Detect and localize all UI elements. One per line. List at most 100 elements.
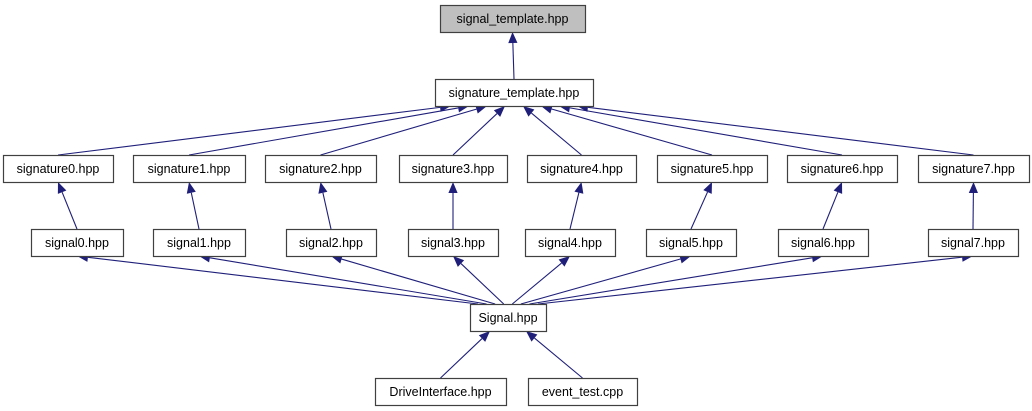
node-box-signature5[interactable] <box>656 154 769 184</box>
edge-signature7-to-signature_template <box>587 106 974 156</box>
node-label-signal2: signal2.hpp <box>299 236 363 250</box>
edge-arrowhead-signal4-to-signature4 <box>574 182 584 194</box>
node-signature0[interactable]: signature0.hpp <box>2 154 115 184</box>
edge-arrowhead-signal0-to-signature0 <box>57 182 67 194</box>
node-box-signature_template[interactable] <box>434 78 595 108</box>
node-box-signal1[interactable] <box>152 228 247 258</box>
edge-arrowhead-signature3-to-signature_template <box>493 106 505 117</box>
node-box-signal3[interactable] <box>407 228 500 258</box>
node-box-signal2[interactable] <box>285 228 378 258</box>
node-signal5[interactable]: signal5.hpp <box>645 228 738 258</box>
node-label-signal0: signal0.hpp <box>45 236 109 250</box>
node-signature2[interactable]: signature2.hpp <box>264 154 378 184</box>
node-label-signal5: signal5.hpp <box>659 236 723 250</box>
node-label-signature4: signature4.hpp <box>540 162 623 176</box>
node-label-Signal: Signal.hpp <box>478 311 537 325</box>
node-signal2[interactable]: signal2.hpp <box>285 228 378 258</box>
node-label-signature0: signature0.hpp <box>17 162 100 176</box>
node-signal4[interactable]: signal4.hpp <box>524 228 617 258</box>
edge-signal4-to-signature4 <box>569 192 580 230</box>
edge-Signal-to-signal5 <box>520 258 681 305</box>
node-signature3[interactable]: signature3.hpp <box>398 154 509 184</box>
node-signature_template[interactable]: signature_template.hpp <box>434 78 595 108</box>
edge-signature_template-to-signal_template <box>512 42 515 80</box>
node-signal6[interactable]: signal6.hpp <box>777 228 870 258</box>
node-signature7[interactable]: signature7.hpp <box>917 154 1031 184</box>
edge-signature6-to-signature_template <box>569 107 843 156</box>
node-signature6[interactable]: signature6.hpp <box>786 154 899 184</box>
node-box-signal6[interactable] <box>777 228 870 258</box>
node-signal1[interactable]: signal1.hpp <box>152 228 247 258</box>
node-label-signature7: signature7.hpp <box>932 162 1015 176</box>
node-box-signature0[interactable] <box>2 154 115 184</box>
node-signature5[interactable]: signature5.hpp <box>656 154 769 184</box>
edge-Signal-to-signal4 <box>511 262 562 305</box>
edge-arrowhead-event_test-to-Signal <box>526 331 538 342</box>
edge-arrowhead-signal5-to-signature5 <box>703 182 712 194</box>
edge-arrowhead-signal1-to-signature1 <box>186 182 196 194</box>
node-box-signature4[interactable] <box>526 154 638 184</box>
node-label-signature1: signature1.hpp <box>148 162 231 176</box>
node-label-signal3: signal3.hpp <box>421 236 485 250</box>
edge-signal2-to-signature2 <box>322 192 332 230</box>
node-label-signal7: signal7.hpp <box>941 236 1005 250</box>
node-label-signal_template: signal_template.hpp <box>457 12 569 26</box>
edge-Signal-to-signal6 <box>529 257 813 305</box>
node-event_test[interactable]: event_test.cpp <box>527 377 639 407</box>
edge-signature4-to-signature_template <box>531 112 582 156</box>
node-signal0[interactable]: signal0.hpp <box>30 228 125 258</box>
node-signal_template[interactable]: signal_template.hpp <box>439 4 587 34</box>
edge-arrowhead-signal3-to-signature3 <box>448 182 458 193</box>
edge-Signal-to-signal2 <box>341 258 496 305</box>
edge-arrowhead-DriveInterface-to-Signal <box>478 331 490 342</box>
node-DriveInterface[interactable]: DriveInterface.hpp <box>374 377 508 407</box>
edge-event_test-to-Signal <box>534 337 583 379</box>
edge-signature5-to-signature_template <box>551 108 713 156</box>
edge-arrowhead-signal2-to-signature2 <box>318 182 328 194</box>
node-label-signature_template: signature_template.hpp <box>449 86 580 100</box>
node-label-signal4: signal4.hpp <box>538 236 602 250</box>
edge-signal5-to-signature5 <box>690 191 709 230</box>
node-box-signal7[interactable] <box>927 228 1020 258</box>
node-box-DriveInterface[interactable] <box>374 377 508 407</box>
node-box-signal_template[interactable] <box>439 4 587 34</box>
edge-arrowhead-signature_template-to-signal_template <box>508 32 518 44</box>
edge-arrowhead-Signal-to-signal3 <box>453 256 465 267</box>
node-box-signature6[interactable] <box>786 154 899 184</box>
node-box-signal4[interactable] <box>524 228 617 258</box>
node-signal7[interactable]: signal7.hpp <box>927 228 1020 258</box>
edge-arrowhead-signal6-to-signature6 <box>833 182 843 194</box>
node-label-signal1: signal1.hpp <box>167 236 231 250</box>
edge-arrowhead-Signal-to-signal4 <box>558 256 570 267</box>
node-box-signal0[interactable] <box>30 228 125 258</box>
node-signature4[interactable]: signature4.hpp <box>526 154 638 184</box>
edge-signature0-to-signature_template <box>57 106 441 156</box>
node-label-event_test: event_test.cpp <box>542 385 623 399</box>
node-box-signature7[interactable] <box>917 154 1031 184</box>
node-signature1[interactable]: signature1.hpp <box>132 154 247 184</box>
node-label-signature3: signature3.hpp <box>412 162 495 176</box>
edge-signal1-to-signature1 <box>190 192 200 230</box>
node-Signal[interactable]: Signal.hpp <box>469 303 548 333</box>
edge-Signal-to-signal0 <box>87 256 479 305</box>
node-box-signature3[interactable] <box>398 154 509 184</box>
edge-DriveInterface-to-Signal <box>440 338 483 379</box>
edge-signature1-to-signature_template <box>188 107 459 156</box>
node-label-signature5: signature5.hpp <box>671 162 754 176</box>
node-label-DriveInterface: DriveInterface.hpp <box>389 385 491 399</box>
node-signal3[interactable]: signal3.hpp <box>407 228 500 258</box>
edge-Signal-to-signal7 <box>537 256 963 305</box>
node-box-signature2[interactable] <box>264 154 378 184</box>
node-label-signal6: signal6.hpp <box>791 236 855 250</box>
node-box-signature1[interactable] <box>132 154 247 184</box>
node-box-Signal[interactable] <box>469 303 548 333</box>
edge-signature3-to-signature_template <box>452 113 498 156</box>
edge-signal0-to-signature0 <box>61 191 78 230</box>
node-label-signature6: signature6.hpp <box>801 162 884 176</box>
node-box-signal5[interactable] <box>645 228 738 258</box>
edge-Signal-to-signal1 <box>209 257 487 305</box>
edge-arrowhead-signature4-to-signature_template <box>523 106 535 117</box>
node-box-event_test[interactable] <box>527 377 639 407</box>
